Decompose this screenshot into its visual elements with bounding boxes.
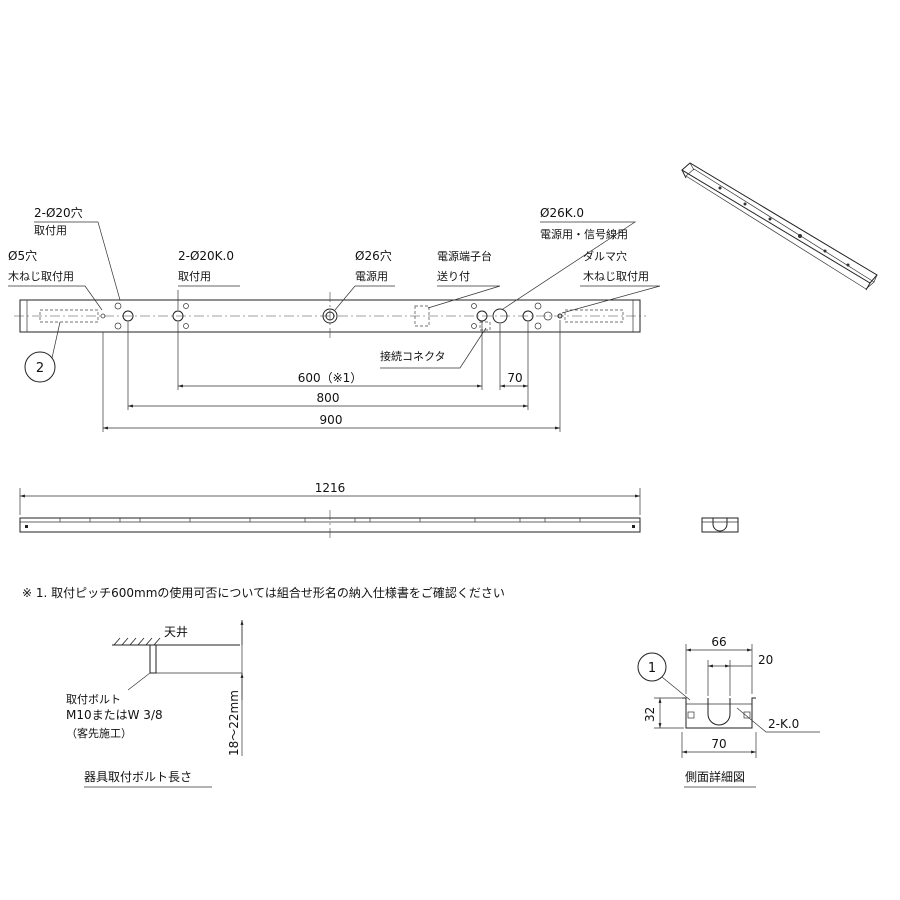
dim-70: 70: [507, 371, 522, 385]
terminal-label: 電源端子台: [437, 249, 492, 263]
balloon-1-label: 1: [648, 661, 656, 676]
hole-phi26k-use-label: 電源用・信号線用: [540, 227, 628, 241]
side-detail: 66 20 32 70 2-K.0 1 側面詳細図: [638, 635, 820, 787]
hole-2-phi20k-label: 2-Ø20K.0: [178, 249, 234, 263]
ceiling-label: 天井: [164, 625, 188, 639]
top-view: 2 2-Ø20穴 取付用 Ø5穴 木ねじ取付用 2-Ø20K.0 取付用 Ø26…: [8, 205, 660, 432]
dim-66: 66: [711, 635, 726, 649]
hole-phi5-use-label: 木ねじ取付用: [8, 270, 74, 283]
terminal-sub-label: 送り付: [437, 269, 470, 283]
dim-side-70: 70: [711, 737, 726, 751]
hole-2-phi20-label: 2-Ø20穴: [34, 205, 83, 220]
bolt-detail-title: 器具取付ボルト長さ: [84, 770, 192, 784]
bolt-detail: 天井 18～22mm 取付ボルト M10またはW 3/8 （客先施工） 器具取付…: [66, 620, 242, 787]
dim-1216: 1216: [315, 481, 346, 495]
hole-phi26-use-label: 電源用: [355, 269, 388, 283]
hole-2-phi20-use-label: 取付用: [34, 224, 67, 237]
pitch-note: ※ 1. 取付ピッチ600mmの使用可否については組合せ形名の納入仕様書をご確認…: [22, 585, 505, 600]
hole-phi5-label: Ø5穴: [8, 248, 37, 263]
daruma-hole-label: ダルマ穴: [583, 249, 627, 263]
hole-2-phi20k-use-label: 取付用: [178, 270, 211, 283]
hole-phi26k-label: Ø26K.0: [540, 206, 584, 220]
front-view: 1216: [20, 481, 738, 540]
dim-800: 800: [317, 391, 340, 405]
dim-20: 20: [758, 653, 773, 667]
bolt-label-line3: （客先施工）: [66, 726, 132, 740]
isometric-view: [682, 163, 877, 290]
balloon-2-label: 2: [36, 361, 44, 376]
bolt-label-line2: M10またはW 3/8: [66, 708, 163, 722]
connector-label: 接続コネクタ: [380, 349, 446, 363]
dim-900: 900: [320, 413, 343, 427]
bolt-length-label: 18～22mm: [227, 690, 241, 756]
knockout-label: 2-K.0: [768, 717, 799, 731]
bolt-label-line1: 取付ボルト: [66, 693, 121, 706]
daruma-use-label: 木ねじ取付用: [583, 270, 649, 283]
dim-32: 32: [643, 707, 657, 722]
side-detail-title: 側面詳細図: [685, 769, 745, 784]
hole-phi26-label: Ø26穴: [355, 248, 392, 263]
dim-600: 600（※1）: [298, 371, 363, 385]
